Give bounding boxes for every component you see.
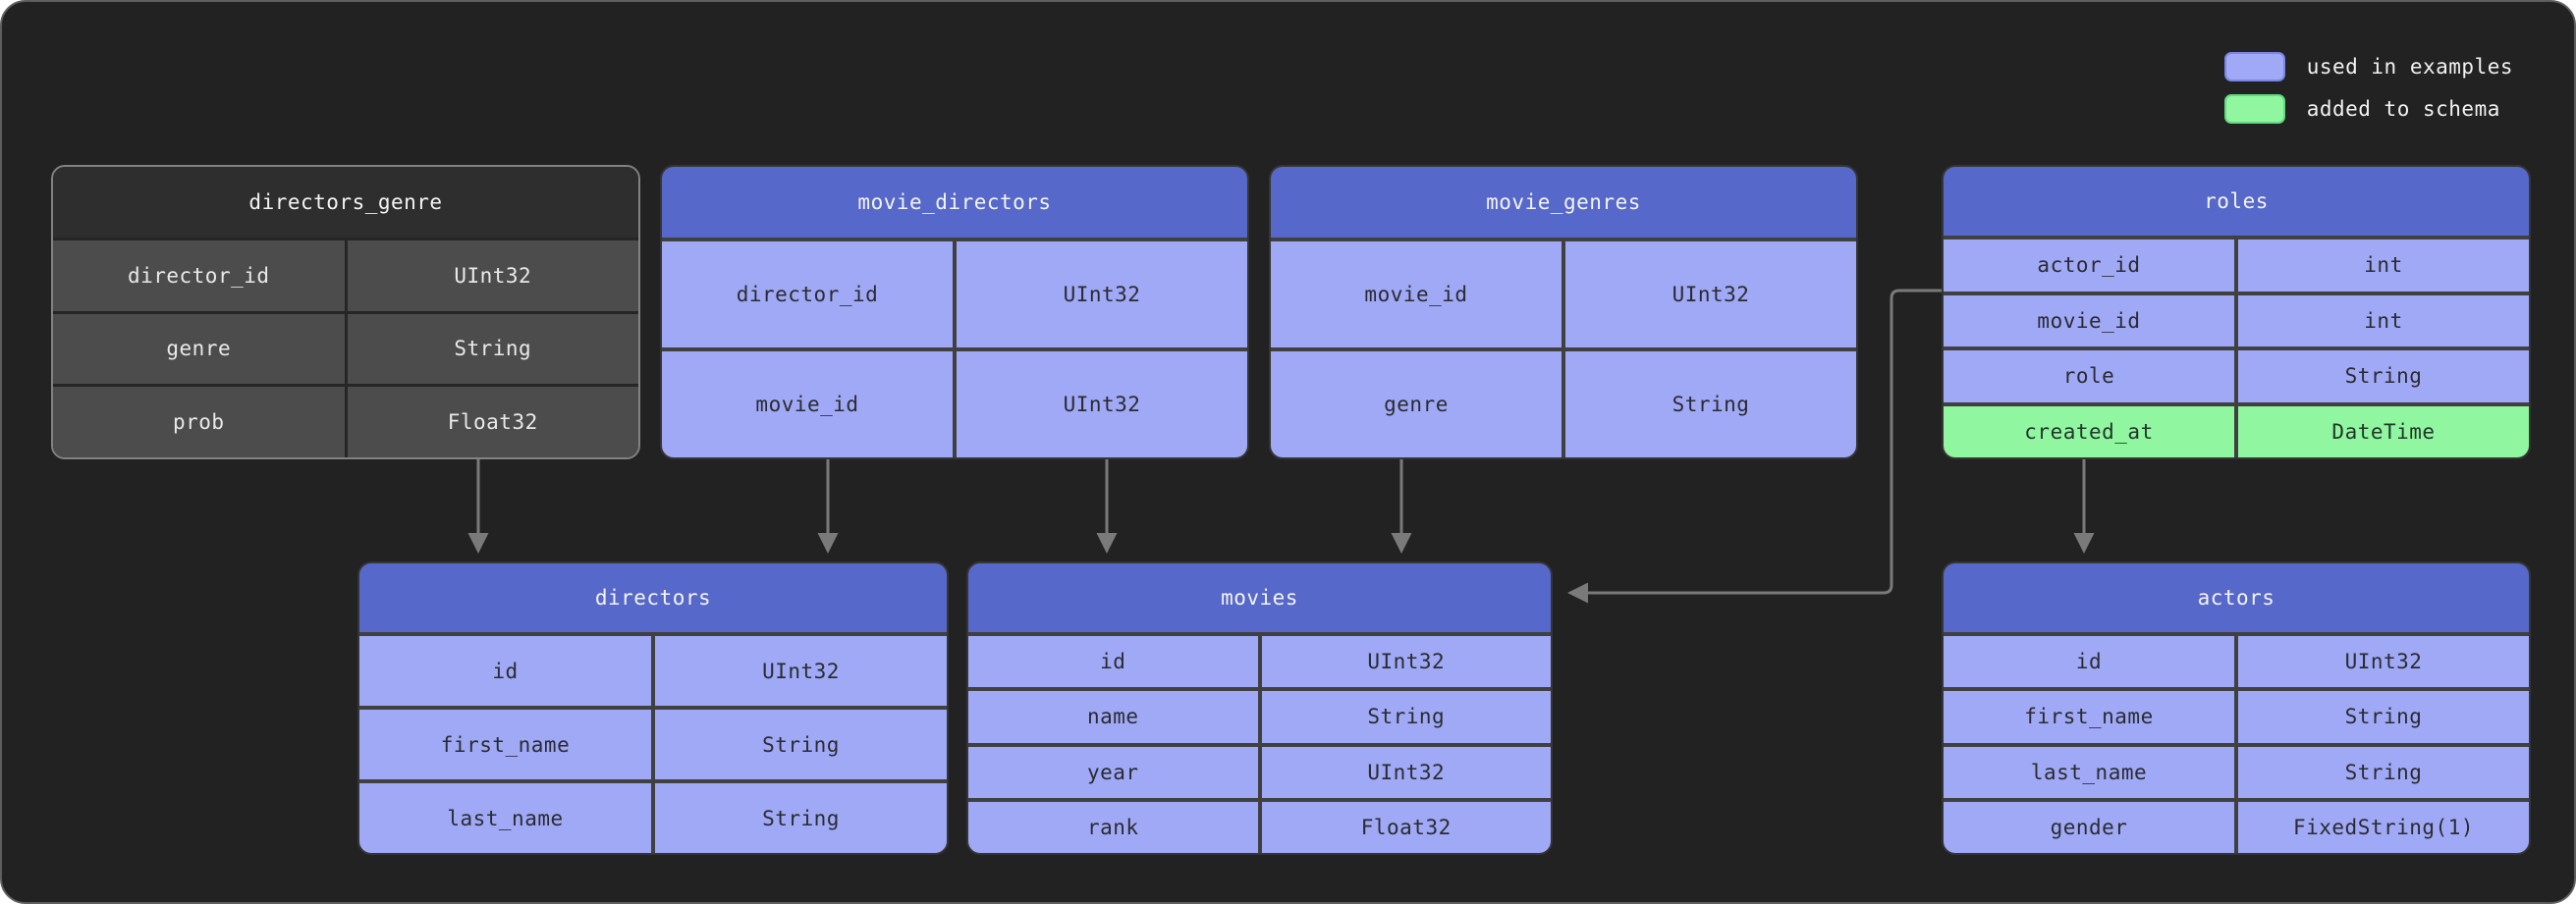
- legend-swatch-icon: [2223, 94, 2285, 124]
- column-type: FixedString(1): [2238, 801, 2529, 853]
- table-title-movie_directors: movie_directors: [662, 167, 1247, 238]
- column-field: rank: [968, 801, 1258, 853]
- column-field: id: [1944, 636, 2234, 688]
- column-type: UInt32: [1565, 241, 1856, 347]
- legend-row: used in examples: [2223, 52, 2513, 81]
- column-field: name: [968, 691, 1258, 743]
- column-type: String: [1261, 691, 1551, 743]
- legend: used in examples added to schema: [2223, 52, 2513, 124]
- column-field: director_id: [662, 241, 953, 347]
- column-type: int: [2238, 239, 2529, 292]
- column-field: last_name: [1944, 746, 2234, 798]
- column-type: String: [655, 710, 947, 779]
- column-type: UInt32: [1261, 746, 1551, 798]
- column-field: year: [968, 746, 1258, 798]
- column-type: String: [2238, 350, 2529, 402]
- table-title-directors: directors: [359, 563, 947, 632]
- legend-label: added to schema: [2306, 97, 2500, 121]
- column-type: Float32: [347, 387, 638, 457]
- column-field: genre: [1271, 351, 1562, 457]
- legend-label: used in examples: [2306, 55, 2513, 79]
- column-field: genre: [53, 313, 345, 385]
- column-type: String: [655, 783, 947, 853]
- column-type: UInt32: [655, 636, 947, 706]
- column-type: UInt32: [1261, 636, 1551, 688]
- column-type: String: [1565, 351, 1856, 457]
- table-title-movies: movies: [968, 563, 1551, 632]
- column-field: id: [359, 636, 651, 706]
- column-field: role: [1944, 350, 2234, 402]
- column-field: director_id: [53, 240, 345, 311]
- column-field: movie_id: [1271, 241, 1562, 347]
- column-field: gender: [1944, 801, 2234, 853]
- legend-swatch-icon: [2223, 52, 2285, 81]
- column-field: prob: [53, 387, 345, 457]
- column-type: UInt32: [2238, 636, 2529, 688]
- table-title-actors: actors: [1944, 563, 2529, 632]
- column-field: actor_id: [1944, 239, 2234, 292]
- legend-row: added to schema: [2223, 94, 2513, 124]
- column-field: id: [968, 636, 1258, 688]
- column-type: int: [2238, 294, 2529, 346]
- column-field: first_name: [1944, 691, 2234, 743]
- column-type: DateTime: [2238, 405, 2529, 457]
- column-type: String: [2238, 746, 2529, 798]
- column-field: created_at: [1944, 405, 2234, 457]
- table-title-roles: roles: [1944, 167, 2529, 236]
- column-field: movie_id: [662, 351, 953, 457]
- column-field: movie_id: [1944, 294, 2234, 346]
- column-type: UInt32: [957, 241, 1247, 347]
- table-title-movie_genres: movie_genres: [1271, 167, 1856, 238]
- column-type: UInt32: [957, 351, 1247, 457]
- table-title-directors_genre: directors_genre: [53, 167, 638, 238]
- column-field: last_name: [359, 783, 651, 853]
- column-type: Float32: [1261, 801, 1551, 853]
- column-type: String: [2238, 691, 2529, 743]
- column-type: String: [347, 313, 638, 385]
- column-field: first_name: [359, 710, 651, 779]
- column-type: UInt32: [347, 240, 638, 311]
